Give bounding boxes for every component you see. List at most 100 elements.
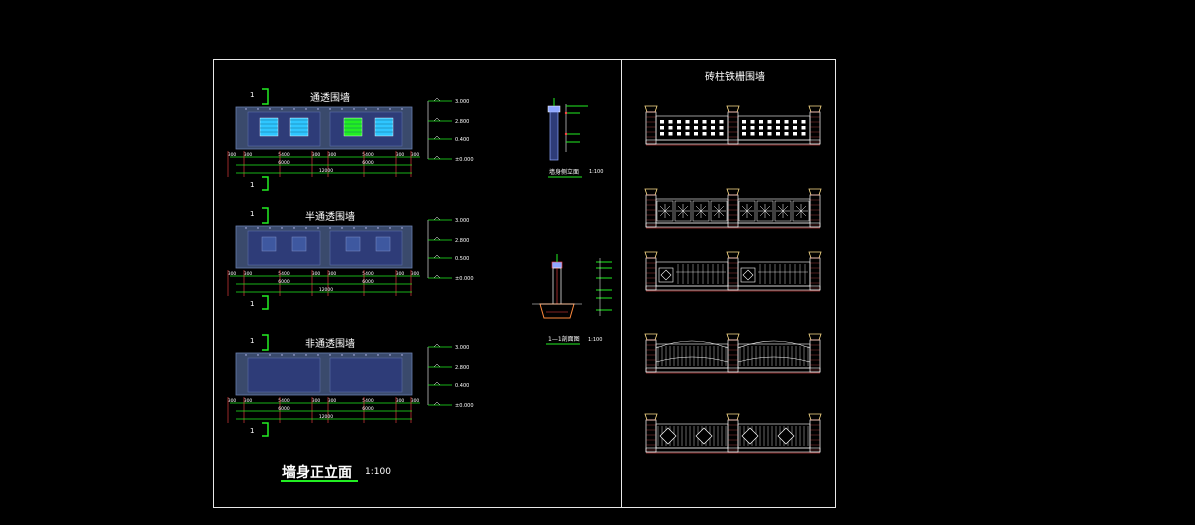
section-arrow-top [262,207,269,224]
perforation [685,132,690,136]
coping-dot [257,354,259,356]
inner-panel-right [329,357,403,393]
coping-dot [317,108,319,110]
section-mark-bottom: 1 [250,300,254,308]
star-ray [677,205,689,217]
section-view-title: 1—1剖面图 [548,335,580,343]
dimension-value: 300 [312,271,321,277]
coping-dot [293,108,295,110]
level-marker [433,401,441,406]
level-marker [433,254,441,259]
star-ray [713,205,725,217]
half-screen [375,236,391,252]
half-screen [345,236,361,252]
dimension-value: 5400 [362,271,374,277]
dimension-value: 6000 [362,279,374,285]
level-marker [433,381,441,386]
pillar-cap [644,251,658,259]
level-value: 2.800 [455,119,469,125]
section-arrow-bottom [262,295,269,310]
dimension-value: 300 [328,398,337,404]
section-arrow-top [262,334,269,351]
perforation [759,132,763,136]
arch-lower [737,356,811,363]
perforation [759,120,763,124]
pillar-cap [726,413,740,421]
perforation [702,126,707,130]
pillar-cap [726,105,740,113]
perforation [668,132,673,136]
pillar [809,194,821,228]
perforation [677,120,681,124]
perforation [767,126,772,130]
perforation [801,120,806,124]
level-marker [433,236,441,241]
perforation [660,126,664,130]
pillar [645,111,657,145]
star-cell [756,200,774,222]
pillar [645,257,657,291]
perforation [711,126,715,130]
fence-diamond [644,413,822,454]
fence-panel [655,115,729,141]
fence-panel [655,343,729,369]
pillar [727,257,739,291]
dimension-value: 300 [328,152,337,158]
perforation [776,120,780,124]
star-cell [692,200,710,222]
arch-rail [655,340,729,349]
dimension-value: 6000 [278,160,290,166]
coping-dot [389,108,391,110]
star-cell [656,200,674,222]
perforation [793,132,797,136]
star-cell [710,200,728,222]
pillar-cap [644,105,658,113]
level-value: 3.000 [455,99,469,105]
perforation [668,120,673,124]
dimension-value: 300 [244,271,253,277]
coping-dot [257,227,259,229]
fence-star [644,188,822,229]
pillar [645,194,657,228]
coping-dot [389,354,391,356]
dimension-total: 12000 [319,287,333,293]
fence-styles [644,105,822,454]
coping-dot [377,108,379,110]
star-cell [792,200,810,222]
coping-dot [269,227,271,229]
grid-diamond [742,269,754,281]
coping-dot [245,354,247,356]
arch-rail [737,340,811,349]
fence-grid [644,251,822,292]
perforation [711,132,715,136]
coping-dot [401,108,403,110]
pillar-cap [808,333,822,341]
perforation [719,126,724,130]
perforation [719,120,724,124]
coping-dot [341,354,343,356]
right-title: 砖柱铁栅围墙 [705,70,765,83]
coping-dot [353,227,355,229]
half-screen [291,236,307,252]
level-value: 3.000 [455,345,469,351]
dimension-value: 300 [312,152,321,158]
perforation [784,132,789,136]
coping-dot [269,354,271,356]
coping-dot [317,227,319,229]
diamond-ornament [741,427,759,445]
grid-box [658,267,674,283]
perforation [742,120,746,124]
level-value: 0.400 [455,137,469,143]
coping-dot [305,354,307,356]
pillar-cap [644,413,658,421]
pillar [809,419,821,453]
perforation [784,126,789,130]
pillar-cap [808,413,822,421]
star-ray [659,205,671,217]
dimension-value: 300 [312,398,321,404]
coping-dot [281,227,283,229]
perforation [677,132,681,136]
section-mark-bottom: 1 [250,427,254,435]
